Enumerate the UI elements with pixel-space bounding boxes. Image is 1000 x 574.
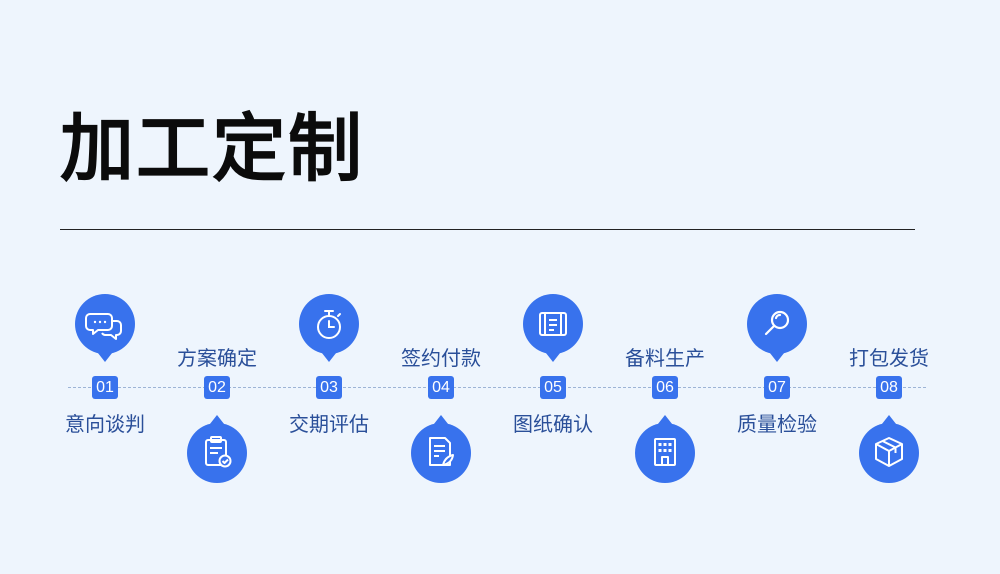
pin-marker-8 — [859, 413, 919, 483]
step-number-3: 03 — [316, 376, 342, 399]
step-label-6: 备料生产 — [625, 346, 705, 370]
step-label-4: 签约付款 — [401, 346, 481, 370]
title-divider — [60, 229, 915, 230]
pin-marker-4 — [411, 413, 471, 483]
step-label-5: 图纸确认 — [513, 412, 593, 436]
document-sign-icon — [429, 437, 454, 466]
pin-marker-7 — [747, 294, 807, 364]
step-label-8: 打包发货 — [849, 346, 929, 370]
pin-marker-1 — [75, 294, 135, 364]
pin-marker-6 — [635, 413, 695, 483]
magnifier-icon — [764, 310, 790, 336]
stopwatch-icon — [317, 310, 341, 339]
package-box-icon — [875, 437, 903, 467]
page-title: 加工定制 — [60, 106, 364, 192]
step-number-8: 08 — [876, 376, 902, 399]
step-number-4: 04 — [428, 376, 454, 399]
step-number-6: 06 — [652, 376, 678, 399]
step-label-1: 意向谈判 — [65, 412, 145, 436]
clipboard-check-icon — [205, 436, 232, 468]
step-number-1: 01 — [92, 376, 118, 399]
process-timeline — [68, 387, 926, 388]
step-number-5: 05 — [540, 376, 566, 399]
pin-marker-5 — [523, 294, 583, 364]
step-number-7: 07 — [764, 376, 790, 399]
step-label-2: 方案确定 — [177, 346, 257, 370]
chat-bubbles-icon — [85, 313, 122, 340]
step-number-2: 02 — [204, 376, 230, 399]
blueprint-scroll-icon — [539, 312, 567, 336]
step-label-3: 交期评估 — [289, 412, 369, 436]
pin-marker-3 — [299, 294, 359, 364]
factory-building-icon — [654, 438, 676, 466]
pin-marker-2 — [187, 413, 247, 483]
step-label-7: 质量检验 — [737, 412, 817, 436]
